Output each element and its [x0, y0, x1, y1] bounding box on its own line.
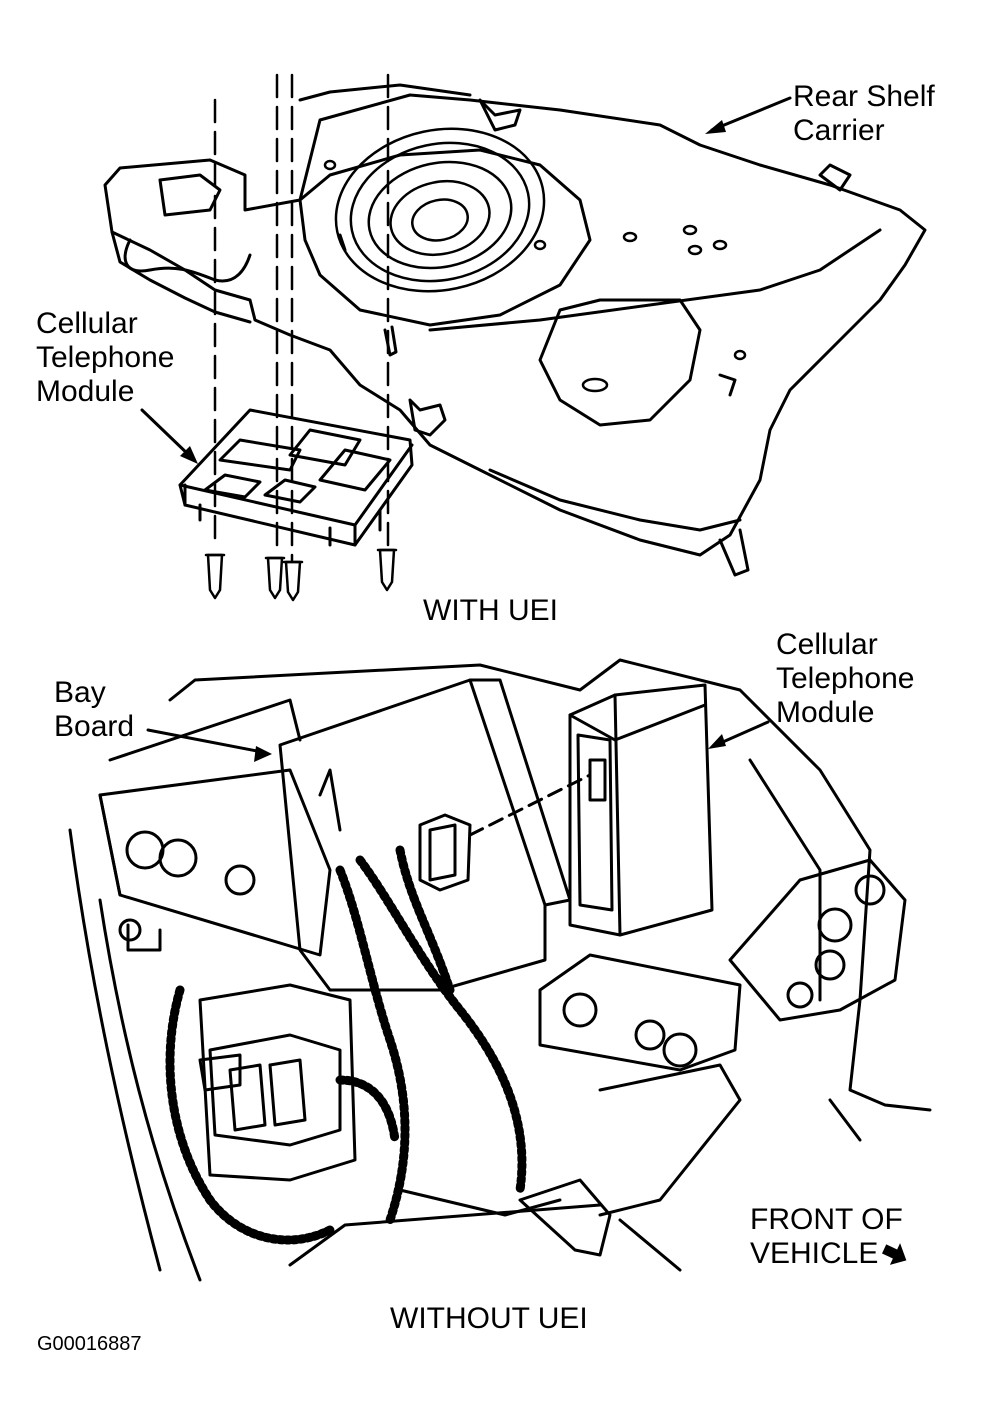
arrowhead-module-bottom — [708, 734, 726, 749]
rear-shelf-carrier-drawing — [103, 83, 927, 577]
leader-module-bottom — [714, 720, 770, 747]
label-bay-board-line2: Board — [54, 710, 135, 743]
arrow-down-right-icon — [882, 1243, 907, 1265]
label-front-of-vehicle: FRONT OF VEHICLE — [750, 1203, 909, 1271]
label-rear-shelf-line1: Rear Shelf — [793, 80, 935, 113]
label-cellular-module-bottom: Cellular Telephone Module — [776, 628, 914, 730]
leader-bay-board — [146, 728, 264, 754]
shelf-mounting-holes — [323, 159, 747, 393]
mounting-screws — [204, 548, 398, 602]
arrowhead-module-top — [180, 446, 198, 464]
caption-with-uei: WITH UEI — [423, 594, 558, 627]
arrowhead-rear-shelf — [705, 120, 726, 134]
figure-code: G00016887 — [37, 1333, 142, 1355]
label-bay-board: Bay Board — [54, 676, 134, 744]
label-rear-shelf-carrier: Rear Shelf Carrier — [793, 80, 935, 148]
label-front-line2: VEHICLE — [750, 1237, 909, 1271]
label-front-line1: FRONT OF — [750, 1203, 903, 1236]
label-front-line2-text: VEHICLE — [750, 1237, 879, 1270]
label-bay-board-line1: Bay — [54, 676, 106, 709]
label-module-top-line1: Cellular — [36, 307, 138, 340]
label-rear-shelf-line2: Carrier — [793, 114, 885, 147]
wiring-harness — [165, 845, 527, 1245]
caption-without-uei: WITHOUT UEI — [390, 1302, 588, 1335]
arrowhead-bay-board — [254, 746, 272, 762]
label-cellular-module-top: Cellular Telephone Module — [36, 307, 174, 409]
bay-board-area-drawing — [68, 658, 932, 1282]
label-module-bottom-line3: Module — [776, 696, 875, 729]
label-module-bottom-line2: Telephone — [776, 662, 915, 695]
cellular-module-top-drawing — [178, 408, 414, 547]
alignment-lines — [213, 73, 390, 562]
leader-module-top — [140, 408, 194, 460]
label-module-top-line2: Telephone — [36, 341, 175, 374]
subwoofer-speaker — [334, 127, 546, 293]
leader-rear-shelf — [710, 96, 792, 132]
label-module-top-line3: Module — [36, 375, 135, 408]
label-module-bottom-line1: Cellular — [776, 628, 878, 661]
